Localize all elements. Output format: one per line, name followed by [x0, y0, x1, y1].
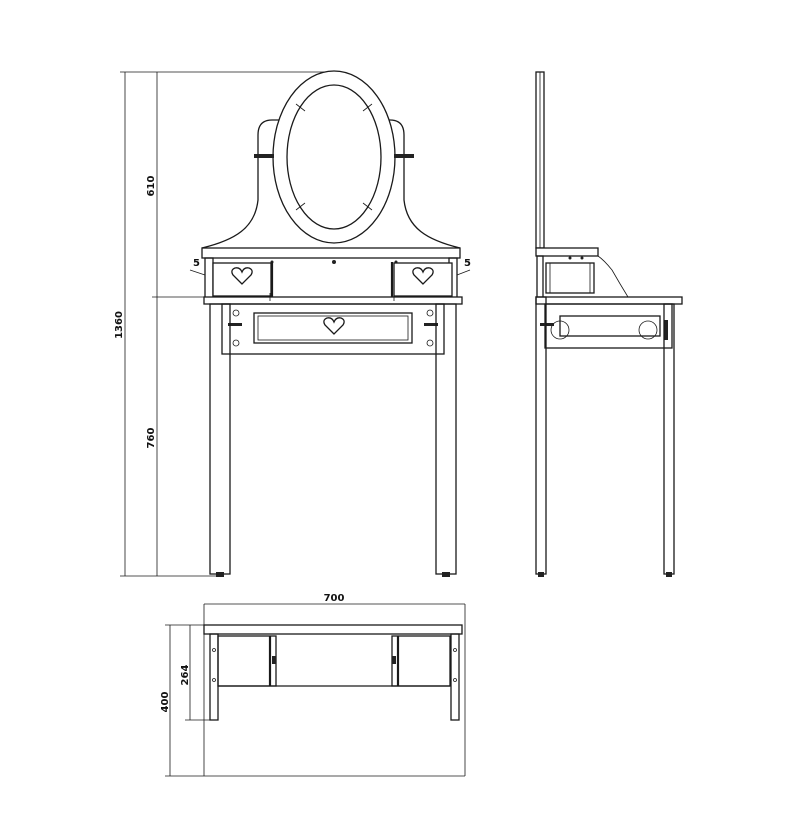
side-small-drawer	[545, 262, 595, 294]
top-view-right-compartment	[391, 635, 451, 687]
front-left-leg	[209, 303, 231, 575]
dim-width: 700	[324, 593, 345, 604]
side-top-shelf	[535, 247, 599, 257]
top-view: 700 400 264	[160, 593, 466, 777]
heart-icon	[412, 267, 434, 285]
heart-icon	[231, 267, 253, 285]
apron	[221, 303, 445, 355]
top-shelf	[201, 247, 461, 259]
dim-drawer-gap-left: 5	[193, 258, 200, 269]
side-view	[535, 71, 683, 577]
dim-mirror-height: 610	[146, 176, 157, 197]
side-drawer-rail	[559, 315, 661, 337]
height-dimensions: 1360 610 760	[114, 71, 330, 577]
dim-depth: 400	[160, 692, 171, 713]
mirror-frame	[272, 70, 396, 244]
right-small-drawer	[393, 262, 453, 297]
table-top	[203, 296, 463, 305]
dim-drawer-gap-right: 5	[464, 258, 471, 269]
mirror-glass	[286, 84, 382, 230]
dim-inner-depth: 264	[180, 665, 191, 686]
left-small-drawer	[212, 262, 272, 297]
front-right-leg	[435, 303, 457, 575]
front-view: 5 5	[189, 70, 471, 577]
heart-icon	[323, 317, 345, 335]
dim-total-height: 1360	[114, 311, 125, 339]
top-view-left-compartment	[217, 635, 277, 687]
center-drawer	[253, 312, 413, 344]
top-view-tabletop	[203, 624, 463, 635]
side-table-top	[535, 296, 683, 305]
dim-table-height: 760	[146, 428, 157, 449]
mirror-back-panel	[201, 119, 285, 249]
